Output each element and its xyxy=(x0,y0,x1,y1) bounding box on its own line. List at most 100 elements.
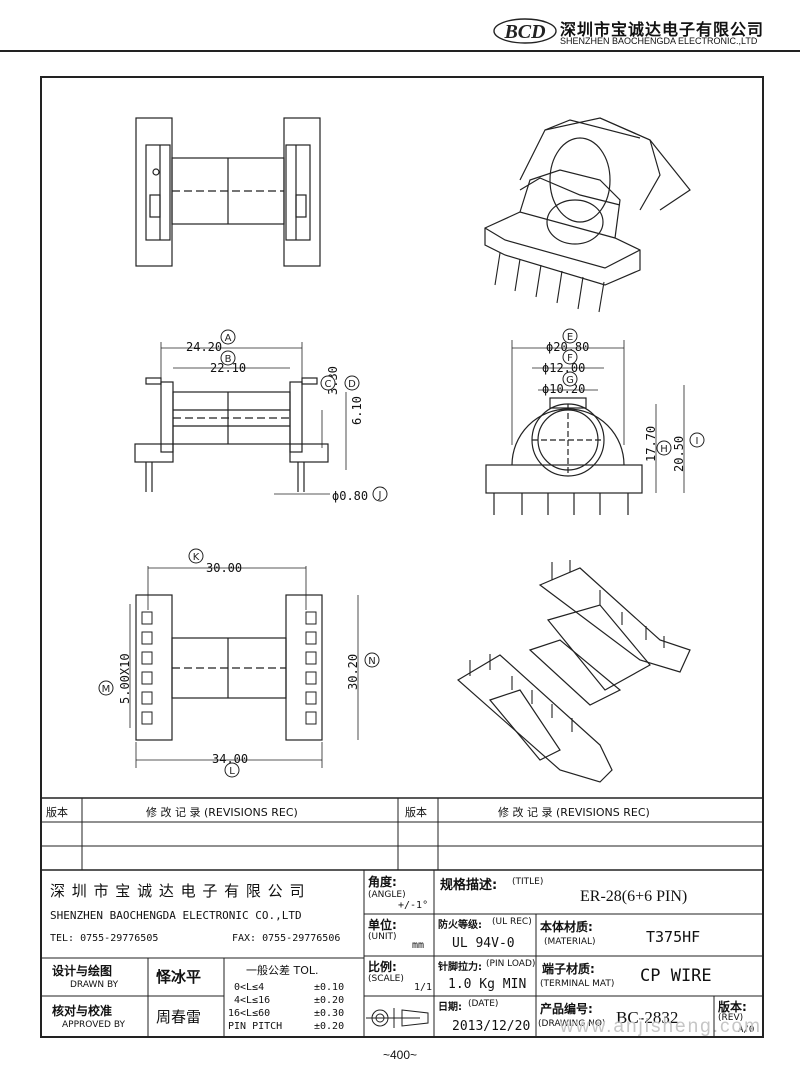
drawing-frame xyxy=(40,76,764,1038)
callout-d: D xyxy=(344,375,360,391)
callout-j: J xyxy=(372,486,388,502)
date-label-cn: 日期: xyxy=(438,1002,462,1013)
svg-text:E: E xyxy=(567,332,573,343)
scale-label-cn: 比例: xyxy=(368,960,397,974)
callout-i: I xyxy=(689,432,705,448)
watermark: www.anjisheng.com xyxy=(560,1016,762,1037)
pinload-label-en: (PIN LOAD) xyxy=(486,959,536,969)
tb-company-cn: 深 圳 市 宝 诚 达 电 子 有 限 公 司 xyxy=(50,882,306,900)
header-company-cn: 深圳市宝诚达电子有限公司 xyxy=(560,20,765,39)
rev-label-en: (REV) xyxy=(718,1013,744,1023)
date-value: 2013/12/20 xyxy=(452,1019,531,1034)
svg-text:C: C xyxy=(325,379,332,390)
callout-l: L xyxy=(224,762,240,778)
terminal-label-en: (TERMINAL MAT) xyxy=(540,979,615,989)
svg-text:BCD: BCD xyxy=(503,21,545,43)
svg-text:K: K xyxy=(193,552,200,563)
dim-j-value: ϕ0.80 xyxy=(332,489,369,503)
tol-value: ±0.20 xyxy=(314,1021,345,1032)
front-view xyxy=(135,117,321,267)
angle-value: +/-1° xyxy=(398,900,429,911)
title-value: ER-28(6+6 PIN) xyxy=(580,888,688,905)
callout-n: N xyxy=(364,652,380,668)
bottom-view xyxy=(129,566,359,768)
drawing-no-label-cn: 产品编号: xyxy=(540,1002,593,1016)
approved-by-name: 周春雷 xyxy=(156,1008,202,1026)
end-view xyxy=(485,340,685,515)
svg-text:D: D xyxy=(348,379,356,390)
approved-by-en: APPROVED BY xyxy=(62,1020,126,1030)
company-logo: BCD xyxy=(493,18,557,44)
svg-text:G: G xyxy=(566,375,574,386)
page-number: ~400~ xyxy=(382,1048,418,1062)
drawn-by-name: 怿冰平 xyxy=(156,968,202,986)
callout-g: G xyxy=(562,371,578,387)
unit-value: mm xyxy=(412,940,425,951)
tb-fax: FAX: 0755-29776506 xyxy=(232,933,341,944)
tol-value: ±0.10 xyxy=(314,982,345,993)
material-label-cn: 本体材质: xyxy=(540,920,593,934)
svg-text:F: F xyxy=(567,353,573,364)
angle-label-cn: 角度: xyxy=(368,875,397,889)
dim-e-value: ϕ20.80 xyxy=(546,340,590,354)
pinload-label-cn: 针脚拉力: xyxy=(438,962,482,973)
callout-e: E xyxy=(562,328,578,344)
dim-a-value: 24.20 xyxy=(186,340,223,354)
dim-f-value: ϕ12.00 xyxy=(542,361,586,375)
tol-range: 0<L≤4 xyxy=(234,982,265,993)
rev-version-header-left: 版本 xyxy=(46,806,68,819)
tol-range: 16<L≤60 xyxy=(228,1008,271,1019)
terminal-value: CP WIRE xyxy=(640,966,712,986)
svg-text:M: M xyxy=(102,684,111,695)
svg-text:H: H xyxy=(660,444,668,455)
material-label-en: (MATERIAL) xyxy=(544,937,596,947)
iso-view-bottom xyxy=(456,560,691,783)
ul-label-en: (UL REC) xyxy=(492,917,532,927)
unit-label-en: (UNIT) xyxy=(368,932,397,942)
iso-view-top xyxy=(484,117,691,313)
scale-value: 1/1 xyxy=(414,982,433,993)
dim-b-value: 22.10 xyxy=(210,361,247,375)
rev-record-header-right: 修 改 记 录 (REVISIONS REC) xyxy=(498,806,650,819)
callout-m: M xyxy=(98,680,114,696)
tol-value: ±0.20 xyxy=(314,995,345,1006)
tol-value: ±0.30 xyxy=(314,1008,345,1019)
rev-record-header-left: 修 改 记 录 (REVISIONS REC) xyxy=(146,806,298,819)
drawn-by-en: DRAWN BY xyxy=(70,980,119,990)
drawing-no-label-en: (DRAWING NO) xyxy=(538,1019,606,1029)
svg-text:N: N xyxy=(368,656,375,667)
svg-text:B: B xyxy=(225,354,232,365)
callout-k: K xyxy=(188,548,204,564)
callout-c: C xyxy=(320,375,336,391)
header-divider xyxy=(0,50,800,52)
drawing-no-value: BC-2832 xyxy=(616,1008,679,1027)
callout-a: A xyxy=(220,329,236,345)
side-view xyxy=(134,342,347,495)
material-value: T375HF xyxy=(646,928,701,946)
svg-text:I: I xyxy=(696,436,699,447)
ul-label-cn: 防火等级: xyxy=(438,920,482,931)
rev-label-cn: 版本: xyxy=(718,1000,747,1014)
terminal-label-cn: 端子材质: xyxy=(542,962,595,976)
scale-label-en: (SCALE) xyxy=(368,974,404,984)
approved-by-cn: 核对与校准 xyxy=(52,1004,113,1018)
header-company-en: SHENZHEN BAOCHENGDA ELECTRONIC.,LTD xyxy=(560,36,758,46)
tb-company-en: SHENZHEN BAOCHENGDA ELECTRONIC CO.,LTD xyxy=(50,909,302,922)
drawn-by-cn: 设计与绘图 xyxy=(52,964,113,978)
angle-label-en: (ANGLE) xyxy=(368,890,406,900)
svg-text:A: A xyxy=(225,333,232,344)
callout-b: B xyxy=(220,350,236,366)
tol-range: PIN PITCH xyxy=(228,1021,283,1032)
title-label-en: (TITLE) xyxy=(512,877,544,887)
tb-tel: TEL: 0755-29776505 xyxy=(50,933,159,944)
svg-text:L: L xyxy=(229,766,235,777)
unit-label-cn: 单位: xyxy=(368,918,397,932)
dim-l-value: 34.00 xyxy=(212,752,249,766)
title-label-cn: 规格描述: xyxy=(440,878,498,893)
svg-text:J: J xyxy=(378,490,382,501)
rev-value: A/0 xyxy=(738,1025,755,1035)
tol-range: 4<L≤16 xyxy=(234,995,271,1006)
